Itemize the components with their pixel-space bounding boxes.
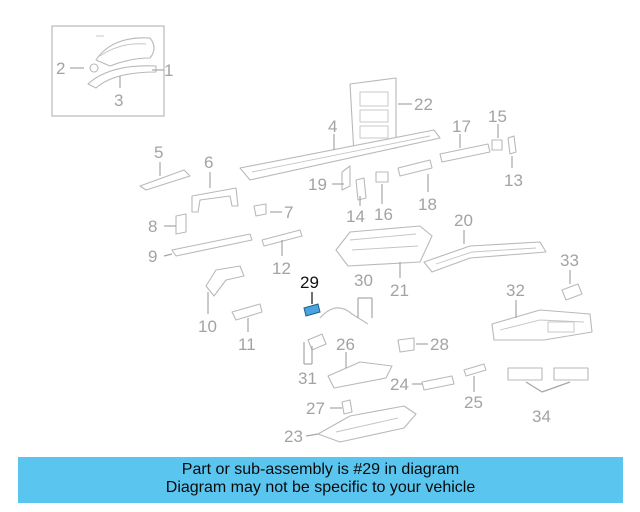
- part-14-shape: [355, 177, 367, 201]
- part-10-shape: [205, 265, 245, 297]
- callout-28: 28: [430, 335, 449, 354]
- inset-trim-shape: [87, 65, 157, 89]
- banner-line-2: Diagram may not be specific to your vehi…: [165, 479, 476, 496]
- exploded-parts-diagram: 2 1 3 4 22 17 15 13 5 6 19 14 16 18 7 8 …: [51, 25, 593, 446]
- callout-1: 1: [164, 61, 173, 80]
- part-29-shape: [303, 303, 321, 317]
- part-18-shape: [397, 159, 433, 177]
- inset-cover-shape: [95, 37, 155, 67]
- part-4-shape: [239, 129, 441, 181]
- part-19-shape: [341, 165, 351, 191]
- callout-10: 10: [198, 317, 217, 336]
- part-30-shape: [319, 307, 369, 325]
- callout-7: 7: [284, 203, 293, 222]
- part-7-shape: [253, 203, 267, 217]
- part-28-shape: [397, 337, 415, 353]
- banner-line-1: Part or sub-assembly is #29 in diagram: [181, 461, 460, 478]
- callout-33: 33: [560, 251, 579, 270]
- part-34-left-shape: [507, 367, 543, 381]
- callout-8: 8: [148, 217, 157, 236]
- callout-29: 29: [300, 273, 319, 292]
- callout-17: 17: [452, 117, 471, 136]
- part-6-shape: [191, 187, 239, 213]
- part-21-shape: [335, 225, 433, 267]
- inset-clip-shape: [89, 63, 99, 73]
- part-20-shape: [423, 241, 547, 273]
- inset-cover-detail: [99, 43, 147, 57]
- callout-20: 20: [454, 211, 473, 230]
- callout-11: 11: [238, 335, 256, 354]
- part-33-shape: [561, 283, 583, 301]
- callout-31: 31: [298, 369, 317, 388]
- part-34-right-shape: [553, 367, 589, 381]
- callout-13: 13: [504, 171, 523, 190]
- part-31-shape: [307, 333, 327, 351]
- callout-2: 2: [56, 59, 65, 78]
- part-12-shape: [261, 229, 303, 247]
- callout-labels: 2 1 3 4 22 17 15 13 5 6 19 14 16 18 7 8 …: [56, 59, 579, 446]
- part-24-shape: [421, 375, 455, 391]
- part-9-shape: [171, 233, 253, 257]
- callout-14: 14: [346, 207, 365, 226]
- part-25-shape: [463, 363, 487, 377]
- inset-box: [51, 25, 165, 117]
- callout-34: 34: [532, 407, 551, 426]
- part-17-shape: [439, 143, 491, 163]
- callout-16: 16: [374, 205, 393, 224]
- callout-4: 4: [328, 117, 337, 136]
- callout-32: 32: [506, 281, 525, 300]
- part-23-shape: [317, 405, 417, 443]
- callout-18: 18: [418, 195, 437, 214]
- part-16-shape: [375, 171, 389, 183]
- callout-22: 22: [414, 95, 433, 114]
- part-32-shape: [491, 309, 593, 341]
- callout-21: 21: [390, 281, 409, 300]
- part-15-shape: [491, 139, 503, 151]
- callout-24: 24: [390, 375, 409, 394]
- callout-3: 3: [114, 91, 123, 110]
- part-13-shape: [507, 135, 517, 155]
- part-5-shape: [139, 169, 191, 191]
- leader-lines: [70, 67, 571, 437]
- part-8-shape: [175, 213, 187, 235]
- callout-26: 26: [336, 335, 355, 354]
- callout-9: 9: [148, 247, 157, 266]
- callout-19: 19: [308, 175, 327, 194]
- part-27-shape: [341, 399, 353, 415]
- callout-23: 23: [284, 427, 303, 446]
- callout-5: 5: [154, 143, 163, 162]
- info-banner: Part or sub-assembly is #29 in diagram D…: [18, 457, 623, 503]
- callout-27: 27: [306, 399, 325, 418]
- callout-12: 12: [272, 259, 291, 278]
- part-26-shape: [327, 361, 393, 389]
- callout-30: 30: [354, 271, 373, 290]
- callout-6: 6: [204, 153, 213, 172]
- callout-25: 25: [464, 393, 483, 412]
- part-11-shape: [231, 303, 263, 321]
- callout-15: 15: [488, 107, 507, 126]
